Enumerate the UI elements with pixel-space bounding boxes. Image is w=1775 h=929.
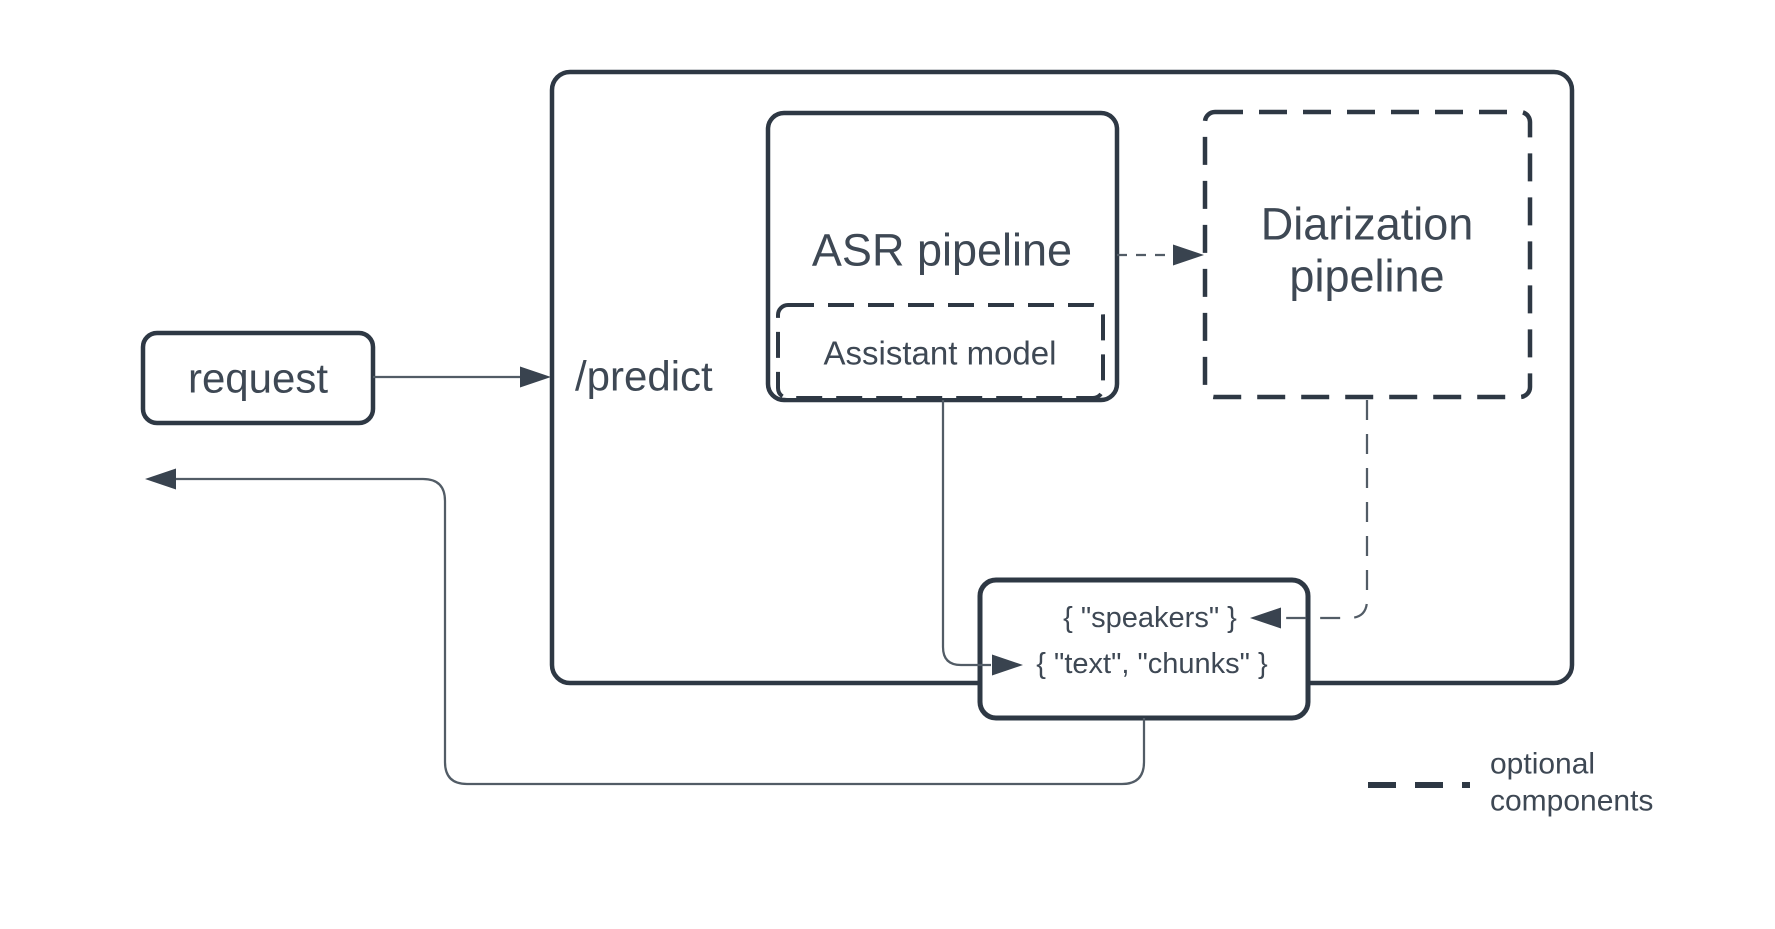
legend-label-line2: components: [1490, 785, 1653, 818]
edge-response-to-client-arrowhead-icon: [145, 468, 176, 490]
response-text-chunks-label: { "text", "chunks" }: [1036, 648, 1268, 680]
asr-pipeline-label: ASR pipeline: [812, 225, 1072, 276]
predict-label: /predict: [575, 353, 713, 400]
assistant-model-label: Assistant model: [824, 335, 1057, 372]
edge-asr-to-diarization-arrowhead-icon: [1173, 244, 1204, 266]
request-label: request: [188, 355, 328, 402]
response-speakers-label: { "speakers" }: [1063, 602, 1237, 634]
edge-diarization-to-response-arrowhead-icon: [1250, 607, 1281, 629]
legend: optional components: [1368, 748, 1653, 818]
edge-assistant-to-response: [941, 400, 991, 667]
edge-request-to-predict-arrowhead-icon: [520, 366, 551, 388]
assistant-model-box: [776, 303, 1105, 400]
edge-assistant-to-response-arrowhead-icon: [992, 654, 1023, 676]
diarization-pipeline-box: [1202, 109, 1533, 400]
legend-label-line1: optional: [1490, 748, 1595, 781]
edge-response-to-client: [176, 477, 1146, 786]
edge-diarization-to-response: [1284, 400, 1369, 620]
diarization-pipeline-label-line2: pipeline: [1289, 251, 1444, 302]
diarization-pipeline-label-line1: Diarization: [1261, 199, 1474, 250]
